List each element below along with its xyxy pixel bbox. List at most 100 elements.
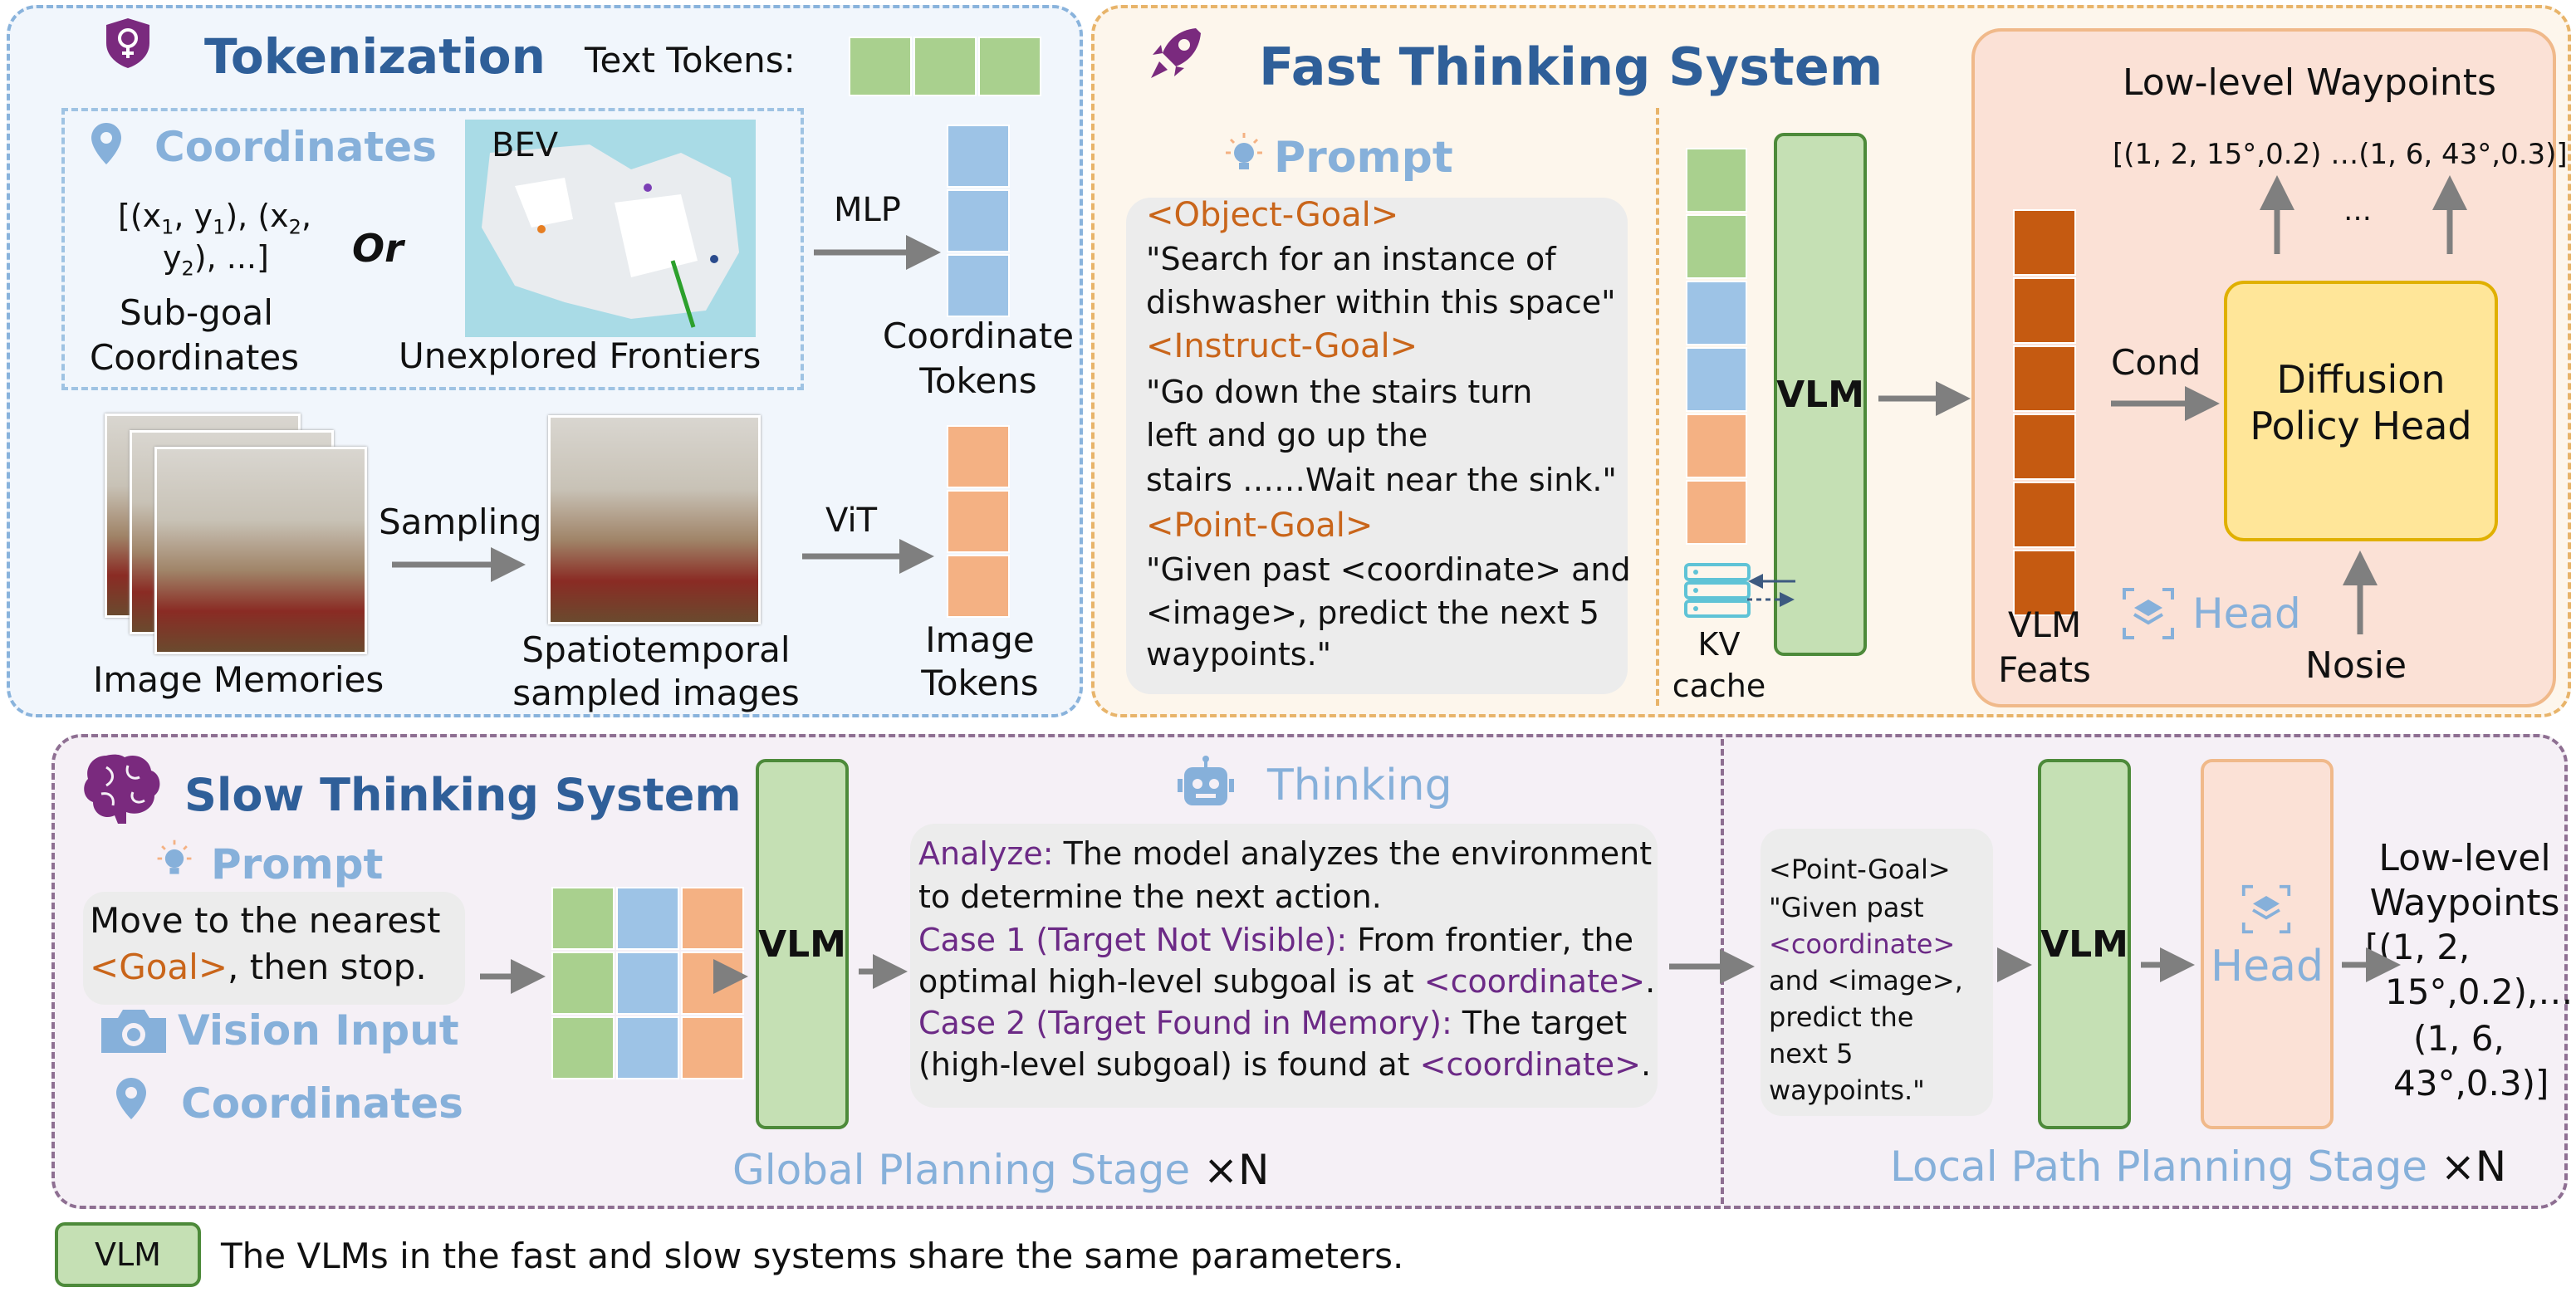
image-token [947,425,1010,488]
local-text-1: "Given past [1769,892,1924,923]
coord-text: ), ...] [193,239,269,276]
instruct-goal-tag: <Instruct-Goal> [1146,327,1418,365]
instruct-goal-text-1: "Go down the stairs turn [1146,374,1533,410]
subgoal-label-2: Coordinates [89,337,300,378]
case1-line-1: Case 1 (Target Not Visible): From fronti… [918,922,1633,958]
case2-text: The target [1452,1005,1628,1041]
times-n: ×N [1203,1146,1270,1194]
case1-line-2: optimal high-level subgoal is at <coordi… [918,963,1655,1000]
vit-label: ViT [825,502,878,540]
fast-divider [1656,108,1659,706]
coordinate-tag: <coordinate> [1423,963,1646,1000]
lightbulb-icon [1221,130,1267,176]
slow-coordinates-label: Coordinates [181,1079,463,1128]
case1-text: From frontier, the [1347,922,1634,958]
image-token [947,555,1010,618]
diffusion-label-2: Policy Head [2250,404,2472,448]
layers-icon [2121,586,2176,641]
case2-line-2: (high-level subgoal) is found at <coordi… [918,1046,1651,1083]
case2-text-2: (high-level subgoal) is found at [918,1046,1420,1083]
instruct-goal-text-3: stairs ……Wait near the sink." [1146,462,1617,498]
nosie-label: Nosie [2305,644,2407,687]
kv-cache-label-2: cache [1672,668,1766,704]
vlm-feat-token [2013,482,2076,548]
coordinate-token [947,125,1010,188]
local-head-label: Head [2211,942,2324,991]
coordinate-tokens-label-1: Coordinate [882,316,1075,356]
vlm-feat-token [2013,277,2076,344]
text-token [913,37,977,96]
analyze-key: Analyze: [918,835,1054,872]
instruct-goal-text-2: left and go up the [1146,417,1428,453]
point-goal-text-1: "Given past <coordinate> and [1146,551,1631,588]
coordinate-token [947,189,1010,252]
coordinate-token [616,952,679,1015]
text-token [1686,214,1747,279]
point-goal-tag: <Point-Goal> [1146,507,1374,545]
local-text-5: waypoints." [1769,1074,1925,1106]
image-token [1686,480,1747,545]
fast-thinking-title: Fast Thinking System [1259,37,1883,97]
legend-vlm-label: VLM [95,1236,161,1273]
image-token [1686,414,1747,478]
local-head-block [2201,759,2334,1129]
mlp-label: MLP [834,191,901,229]
location-pin-icon [115,1076,148,1121]
case2-key: Case 2 (Target Found in Memory): [918,1005,1452,1041]
low-level-waypoints-title: Low-level Waypoints [2123,61,2496,104]
coordinate-expression-line1: [(x1, y1), (x2, [118,198,311,239]
waypoints-ellipsis: … [2343,194,2372,228]
analyze-text: The model analyzes the environment [1053,835,1653,872]
low-level-label-2: Waypoints [2369,882,2560,924]
global-stage-label: Global Planning Stage ×N [732,1146,1269,1194]
image-token [947,490,1010,553]
diffusion-policy-head-block [2224,281,2498,541]
vlm-feats-label-1: VLM [2007,604,2082,645]
local-prompt-box [1761,829,1993,1116]
analyze-line-2: to determine the next action. [918,879,1382,915]
fast-prompt-label: Prompt [1274,133,1453,183]
coordinate-token [616,887,679,950]
vlm-feat-token [2013,209,2076,276]
period: . [1641,1046,1652,1083]
subgoal-label-1: Sub-goal [120,292,273,333]
local-text-4: next 5 [1769,1038,1854,1069]
point-goal-text-2: <image>, predict the next 5 [1146,595,1599,631]
coordinate-expression-line2: y2), ...] [163,239,269,281]
waypoints-expression: [(1, 2, 15°,0.2) …(1, 6, 43°,0.3)] [2113,138,2568,171]
coordinate-tag: <coordinate> [1419,1046,1641,1083]
slow-prompt-box [83,892,465,1005]
text-token [1686,148,1747,213]
times-n: ×N [2440,1143,2507,1191]
local-point-goal: <Point-Goal> [1769,854,1951,885]
image-tokens-label-2: Tokens [921,663,1039,703]
slow-vlm-block: VLM [756,759,849,1129]
coordinates-label: Coordinates [154,123,437,171]
case1-key: Case 1 (Target Not Visible): [918,922,1348,958]
case1-text-2: optimal high-level subgoal is at [918,963,1424,1000]
local-waypoints-3: (1, 6, [2413,1018,2505,1059]
slow-prompt-label: Prompt [211,840,384,888]
spatiotemporal-label-1: Spatiotemporal [522,629,791,670]
fast-vlm-label: VLM [1776,373,1864,416]
local-text-3: predict the [1769,1001,1914,1033]
vlm-feat-token [2013,414,2076,480]
coordinate-token [1686,281,1747,345]
text-token [551,887,615,950]
vlm-feat-token [2013,345,2076,412]
kv-cache-icon [1682,561,1752,621]
coord-text: [(x [118,198,162,234]
image-token [681,887,744,950]
object-goal-text-2: dishwasher within this space" [1146,284,1616,321]
local-vlm-block: VLM [2038,759,2131,1129]
legend-vlm-swatch: VLM [55,1222,201,1287]
coordinate-token [1686,347,1747,412]
low-level-label-1: Low-level [2378,837,2551,879]
slow-vlm-label: VLM [758,923,846,966]
location-pin-icon [90,121,123,166]
coord-sub: 1 [213,215,226,239]
image-tokens-label-1: Image [925,619,1035,660]
fast-prompt-box [1126,198,1628,694]
coordinate-token [947,254,1010,317]
cond-label: Cond [2111,342,2201,383]
